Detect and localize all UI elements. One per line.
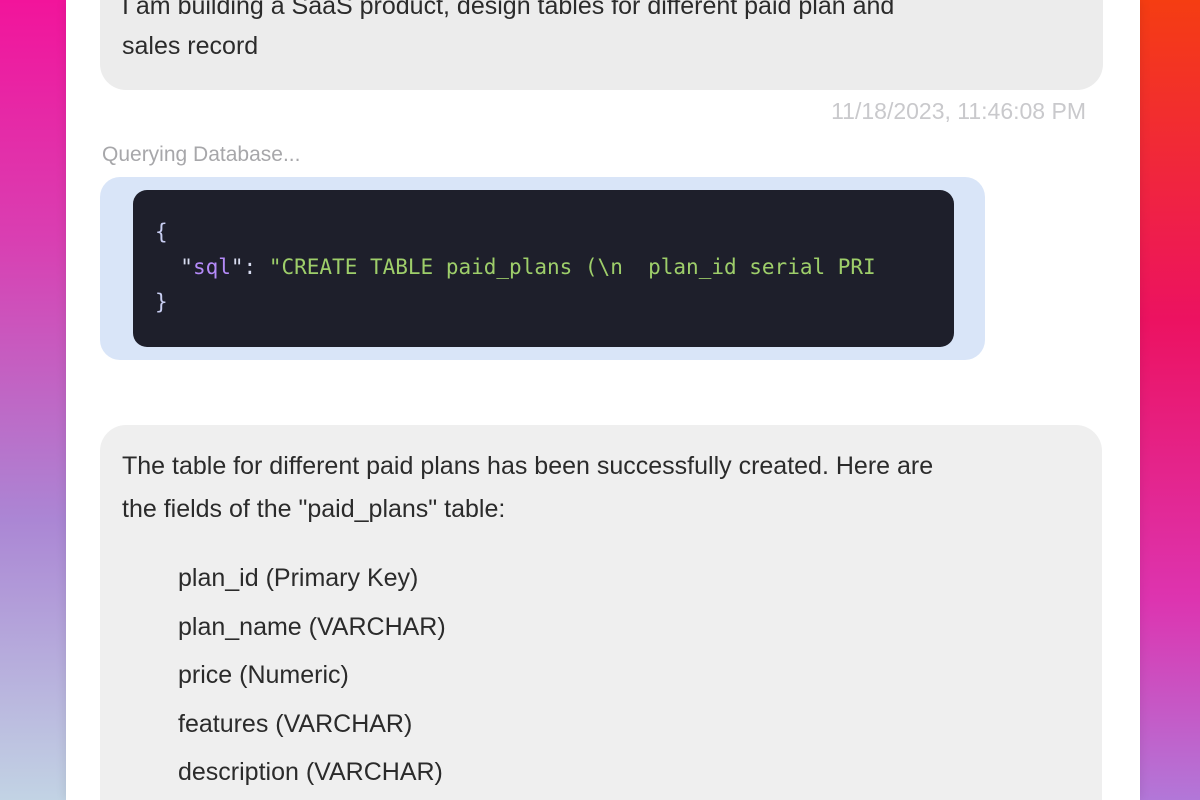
field-item: description (VARCHAR) — [178, 758, 443, 786]
wallpaper-left-gradient — [0, 0, 66, 800]
user-message-bubble: I am building a SaaS product, design tab… — [100, 0, 1103, 90]
sql-string-value: "CREATE TABLE paid_plans (\n plan_id ser… — [256, 255, 876, 279]
code-line-sql: "sql": "CREATE TABLE paid_plans (\n plan… — [180, 255, 876, 279]
table-field-list: plan_id (Primary Key) plan_name (VARCHAR… — [122, 554, 1078, 797]
json-key-sql: sql — [192, 255, 231, 279]
field-item: price (Numeric) — [178, 661, 349, 689]
field-item: plan_id (Primary Key) — [178, 564, 419, 592]
tool-call-container: { "sql": "CREATE TABLE paid_plans (\n pl… — [100, 177, 985, 360]
chat-panel: I am building a SaaS product, design tab… — [66, 0, 1140, 800]
code-line-close: } — [155, 290, 168, 314]
message-timestamp: 11/18/2023, 11:46:08 PM — [831, 98, 1086, 124]
sql-code-block: { "sql": "CREATE TABLE paid_plans (\n pl… — [133, 190, 954, 347]
assistant-message-bubble: The table for different paid plans has b… — [100, 425, 1102, 800]
wallpaper-right-gradient — [1140, 0, 1200, 800]
field-item: plan_name (VARCHAR) — [178, 612, 446, 641]
code-line-open: { — [155, 220, 168, 244]
field-item: features (VARCHAR) — [178, 709, 413, 738]
tool-call-label: Querying Database... — [102, 143, 301, 166]
assistant-paragraph: The table for different paid plans has b… — [122, 452, 934, 523]
